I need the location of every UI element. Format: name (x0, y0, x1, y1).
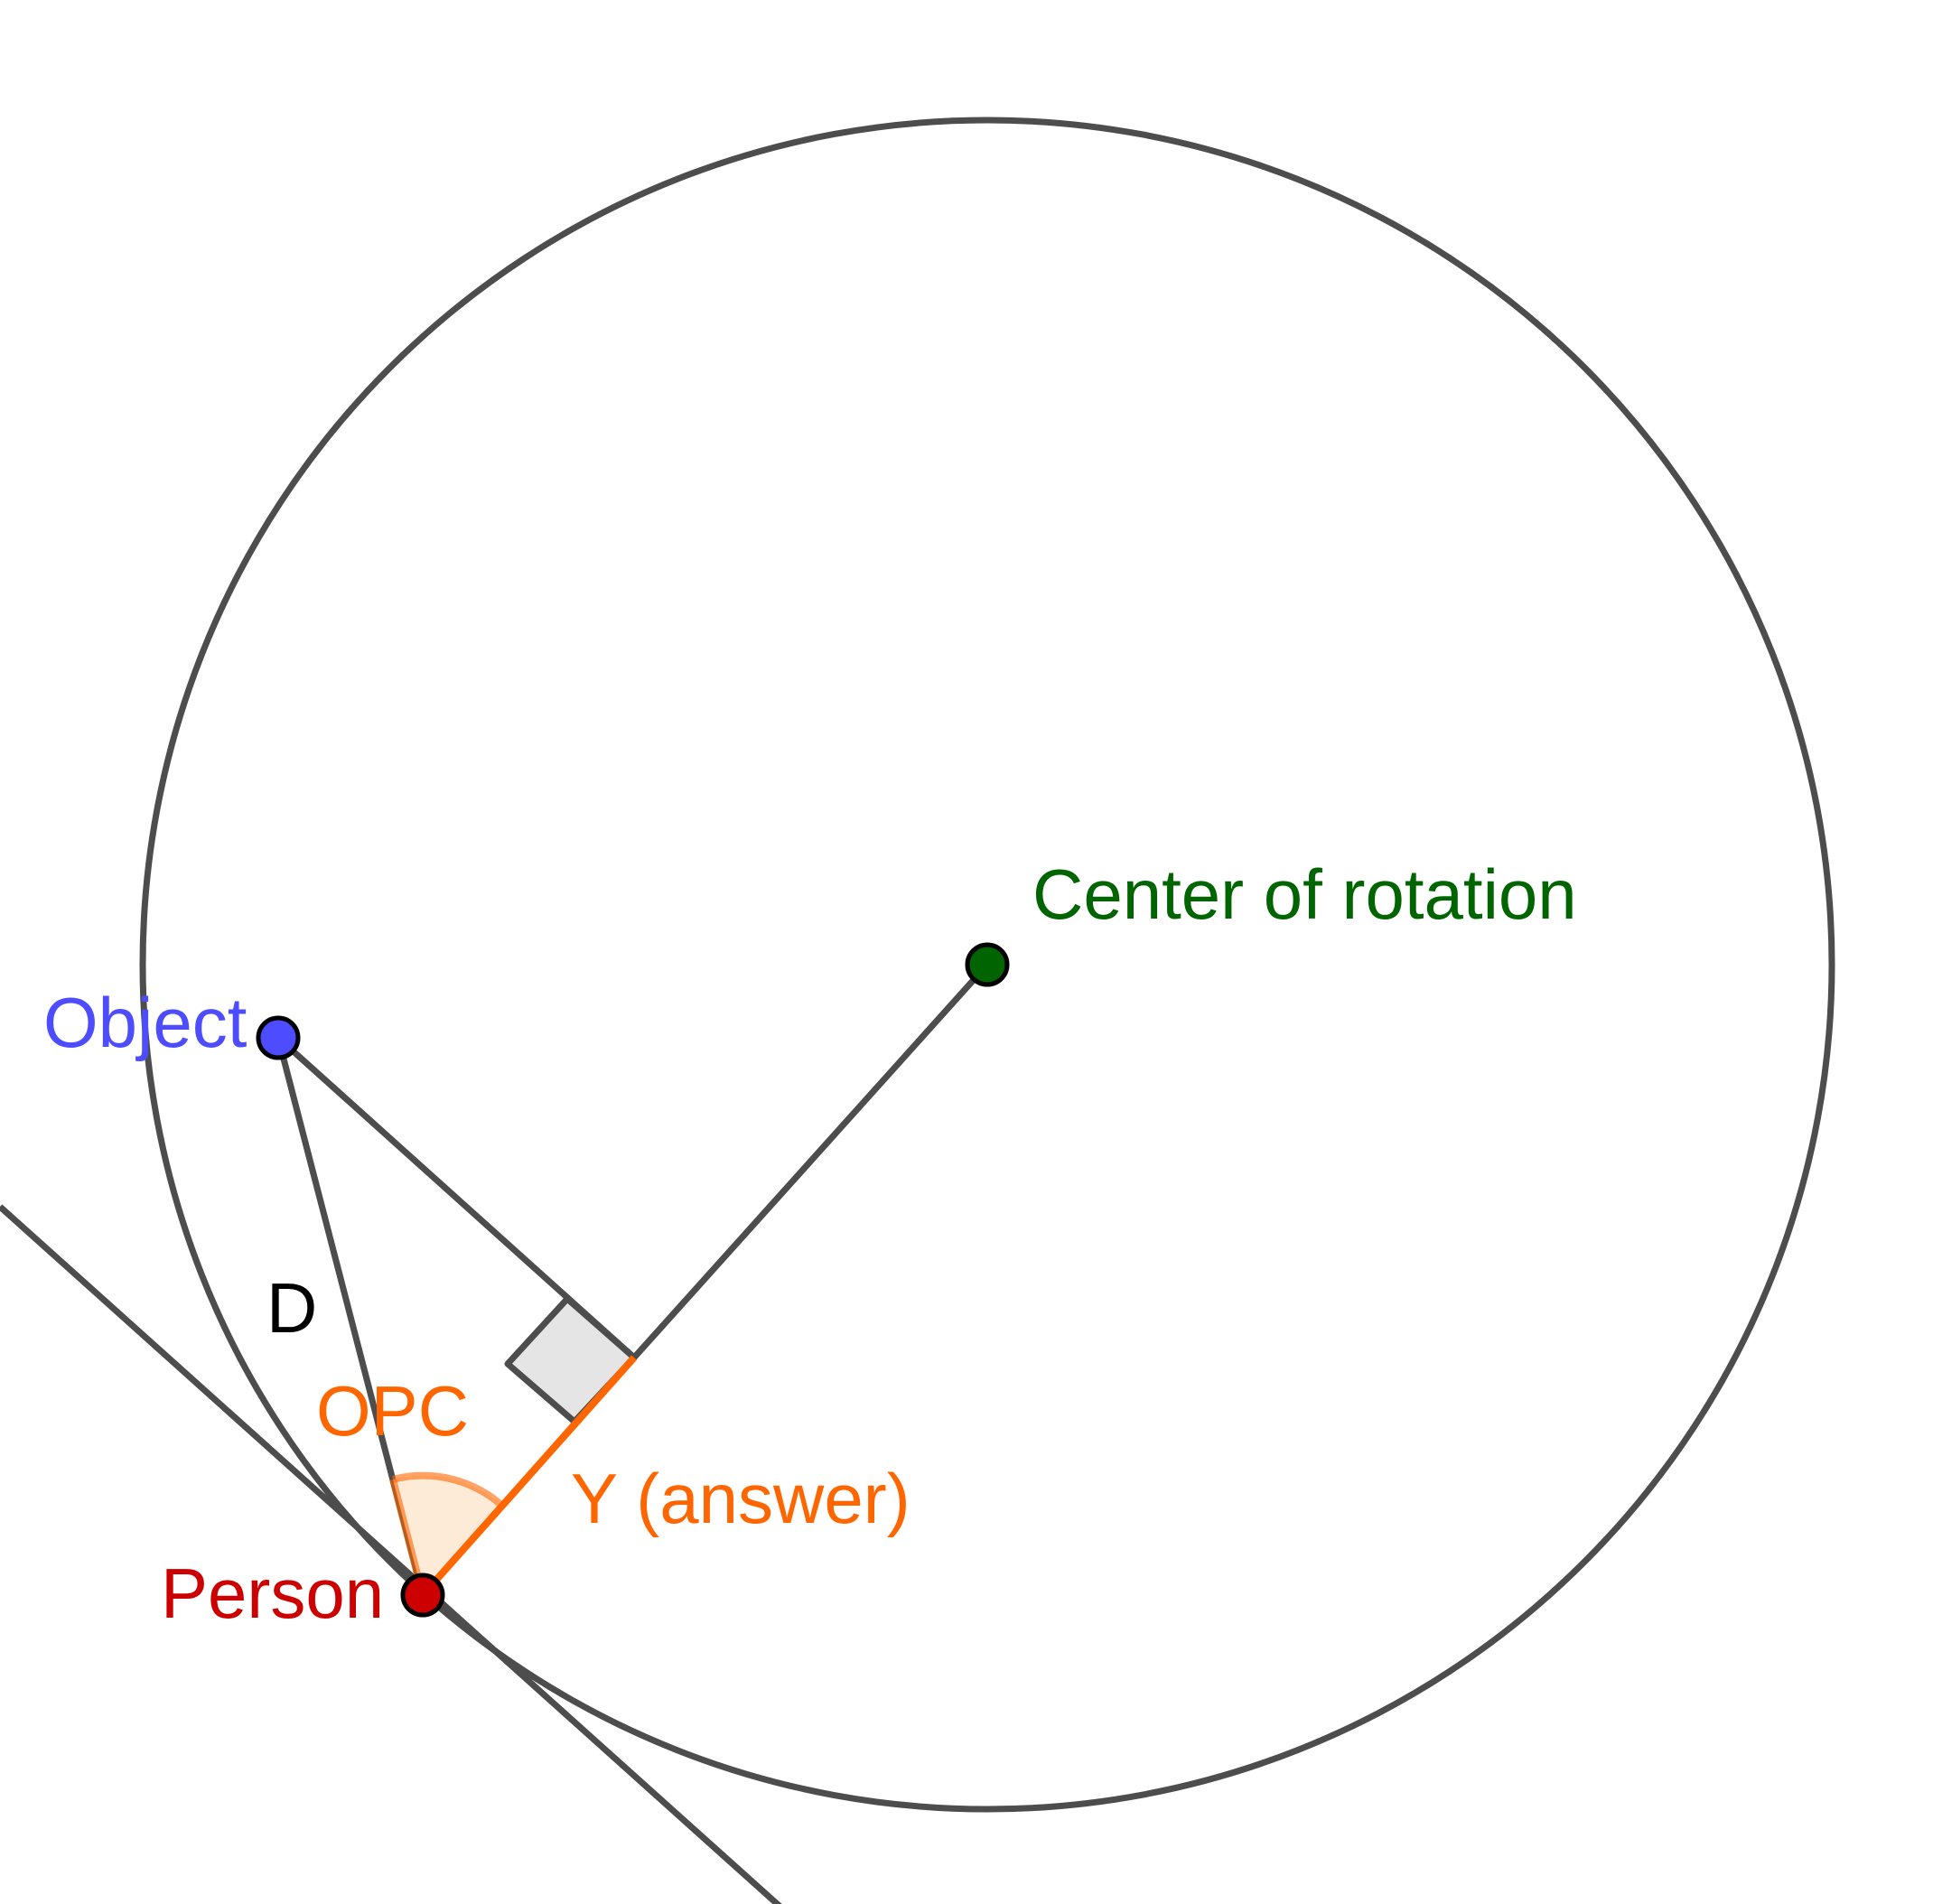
perpendicular-segment (275, 1035, 637, 1360)
angle-label: OPC (316, 1371, 469, 1451)
answer-label: Y (answer) (571, 1459, 910, 1538)
center-point (965, 942, 1010, 987)
angle-opc-arc (391, 1471, 505, 1508)
right-angle-marker (504, 1295, 638, 1425)
rotation-circle (139, 117, 1835, 1813)
radius-segment (631, 962, 990, 1360)
person-point (400, 1573, 445, 1618)
object-label: Object (43, 983, 247, 1062)
center-label: Center of rotation (1032, 854, 1577, 934)
tangent-line (0, 1204, 782, 1904)
answer-segment (420, 1355, 637, 1598)
distance-label: D (266, 1268, 317, 1348)
object-point (256, 1015, 301, 1060)
person-label: Person (161, 1554, 384, 1633)
angle-opc-sector (393, 1475, 502, 1595)
